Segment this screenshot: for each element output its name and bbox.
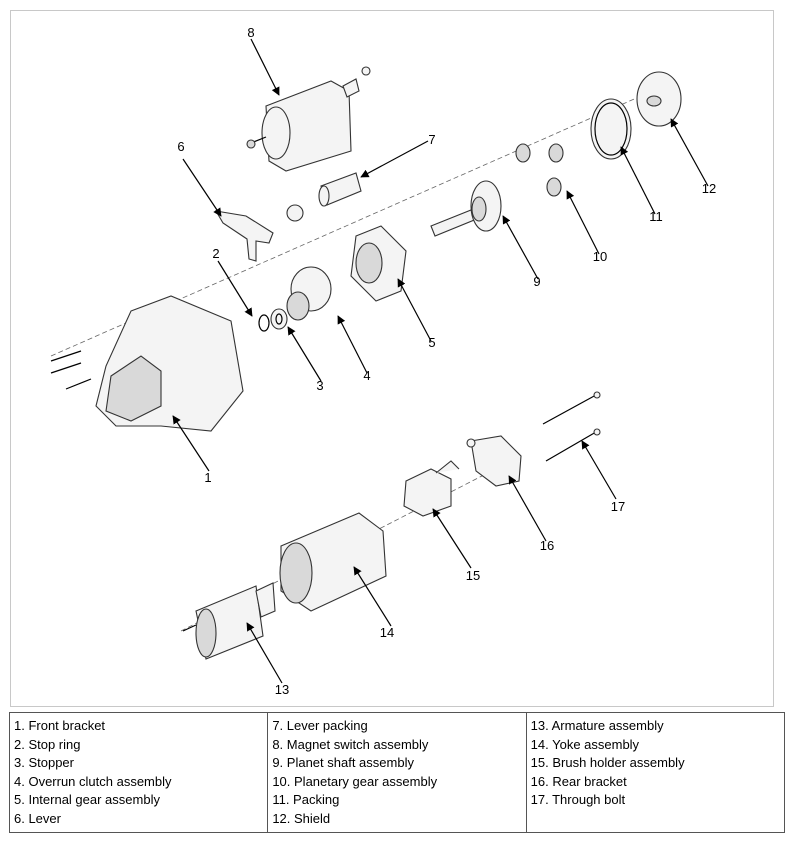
packing-part (590, 98, 632, 160)
brush-holder-part (403, 460, 460, 517)
legend-item: 8. Magnet switch assembly (272, 736, 429, 752)
internal-gear-part (350, 225, 407, 302)
planet-shaft-part (430, 180, 502, 237)
legend-item: 13. Armature assembly (530, 718, 664, 733)
legend-item: 15. Brush holder assembly (530, 755, 685, 770)
callout-17: 17 (611, 499, 625, 514)
lever-part (214, 210, 274, 262)
legend-item: 2. Stop ring (14, 736, 81, 752)
stop-ring-part (258, 314, 270, 332)
callout-1: 1 (204, 470, 211, 485)
callout-2: 2 (212, 246, 219, 261)
legend-item: 11. Packing (272, 792, 340, 807)
shield-part (636, 71, 682, 127)
legend-item: 7. Lever packing (272, 718, 368, 733)
callout-6: 6 (177, 139, 184, 154)
callout-4: 4 (363, 368, 370, 383)
callout-3: 3 (316, 378, 323, 393)
front-bracket-part (50, 295, 244, 432)
legend-column-3: 13. Armature assembly 14. Yoke assembly … (525, 712, 786, 833)
legend-item: 1. Front bracket (14, 718, 106, 733)
callout-12: 12 (702, 181, 716, 196)
diagram-svg: 8 7 6 2 3 4 5 9 10 11 12 1 17 16 15 14 1… (50, 25, 716, 697)
legend-item: 12. Shield (272, 810, 331, 826)
callout-5: 5 (428, 335, 435, 350)
callout-16: 16 (540, 538, 554, 553)
stopper-part (270, 308, 288, 330)
legend-item: 9. Planet shaft assembly (272, 755, 414, 770)
planetary-gears-part (515, 143, 564, 197)
lever-packing-part (286, 172, 362, 222)
legend-item: 14. Yoke assembly (530, 736, 640, 752)
legend-table: 1. Front bracket 2. Stop ring 3. Stopper… (8, 712, 786, 833)
rear-bracket-part (466, 435, 522, 487)
callout-11: 11 (649, 209, 663, 224)
legend-item: 6. Lever (14, 810, 61, 826)
callout-8: 8 (247, 25, 254, 40)
legend-item: 3. Stopper (14, 755, 74, 770)
armature-part (182, 582, 276, 660)
callout-10: 10 (593, 249, 607, 264)
legend-column-1: 1. Front bracket 2. Stop ring 3. Stopper… (8, 712, 269, 833)
legend-item: 10. Planetary gear assembly (272, 773, 438, 789)
yoke-part (279, 512, 387, 612)
callout-7: 7 (428, 132, 435, 147)
legend-item: 16. Rear bracket (530, 773, 627, 789)
legend-column-2: 7. Lever packing 8. Magnet switch assemb… (267, 712, 527, 833)
legend-item: 4. Overrun clutch assembly (14, 773, 172, 789)
callout-14: 14 (380, 625, 394, 640)
exploded-diagram: 8 7 6 2 3 4 5 9 10 11 12 1 17 16 15 14 1… (10, 10, 774, 707)
callout-13: 13 (275, 682, 289, 697)
overrun-clutch-part (286, 266, 332, 321)
legend-item: 5. Internal gear assembly (14, 792, 160, 807)
legend-item: 17. Through bolt (530, 792, 626, 807)
magnet-switch-part (246, 66, 371, 172)
through-bolts-part (542, 391, 601, 462)
callout-9: 9 (533, 274, 540, 289)
callout-15: 15 (466, 568, 480, 583)
